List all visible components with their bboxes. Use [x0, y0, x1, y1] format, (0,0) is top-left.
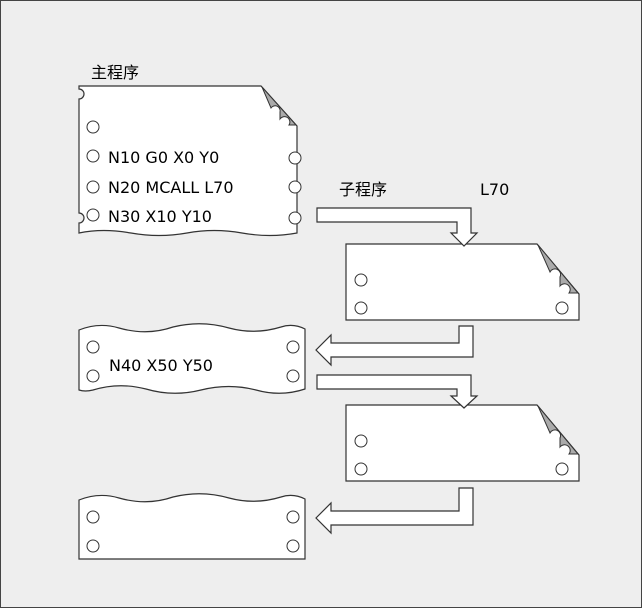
punch-hole [287, 370, 299, 382]
punch-hole [287, 341, 299, 353]
punch-hole [289, 212, 301, 224]
main-program-final-sheet [79, 494, 305, 559]
continued-program-line: N40 X50 Y50 [109, 357, 213, 375]
call-arrow-first [317, 208, 477, 246]
subprogram-sheet-second [346, 405, 579, 481]
return-arrow-second [316, 488, 473, 533]
punch-hole [355, 463, 367, 475]
main-program-line: N10 G0 X0 Y0 [108, 149, 219, 167]
punch-hole [287, 540, 299, 552]
punch-hole [87, 511, 99, 523]
punch-hole [87, 540, 99, 552]
punch-hole [287, 511, 299, 523]
punch-hole [556, 463, 568, 475]
return-arrow-first [316, 326, 473, 365]
main-program-line: N20 MCALL L70 [108, 179, 234, 197]
punch-hole [87, 181, 99, 193]
subprogram-name: L70 [480, 181, 509, 199]
punch-hole [87, 370, 99, 382]
punch-hole [355, 302, 367, 314]
punch-hole [289, 152, 301, 164]
punch-hole [87, 209, 99, 221]
punch-hole [289, 181, 301, 193]
punch-hole [87, 121, 99, 133]
punch-hole [87, 341, 99, 353]
main-program-title: 主程序 [91, 64, 139, 82]
punch-hole [556, 302, 568, 314]
punch-hole [355, 274, 367, 286]
main-program-line: N30 X10 Y10 [108, 208, 212, 226]
call-arrow-second [317, 375, 477, 408]
punch-hole [87, 150, 99, 162]
punch-hole [355, 435, 367, 447]
subprogram-title: 子程序 [339, 181, 387, 199]
subprogram-sheet-first [346, 244, 579, 320]
